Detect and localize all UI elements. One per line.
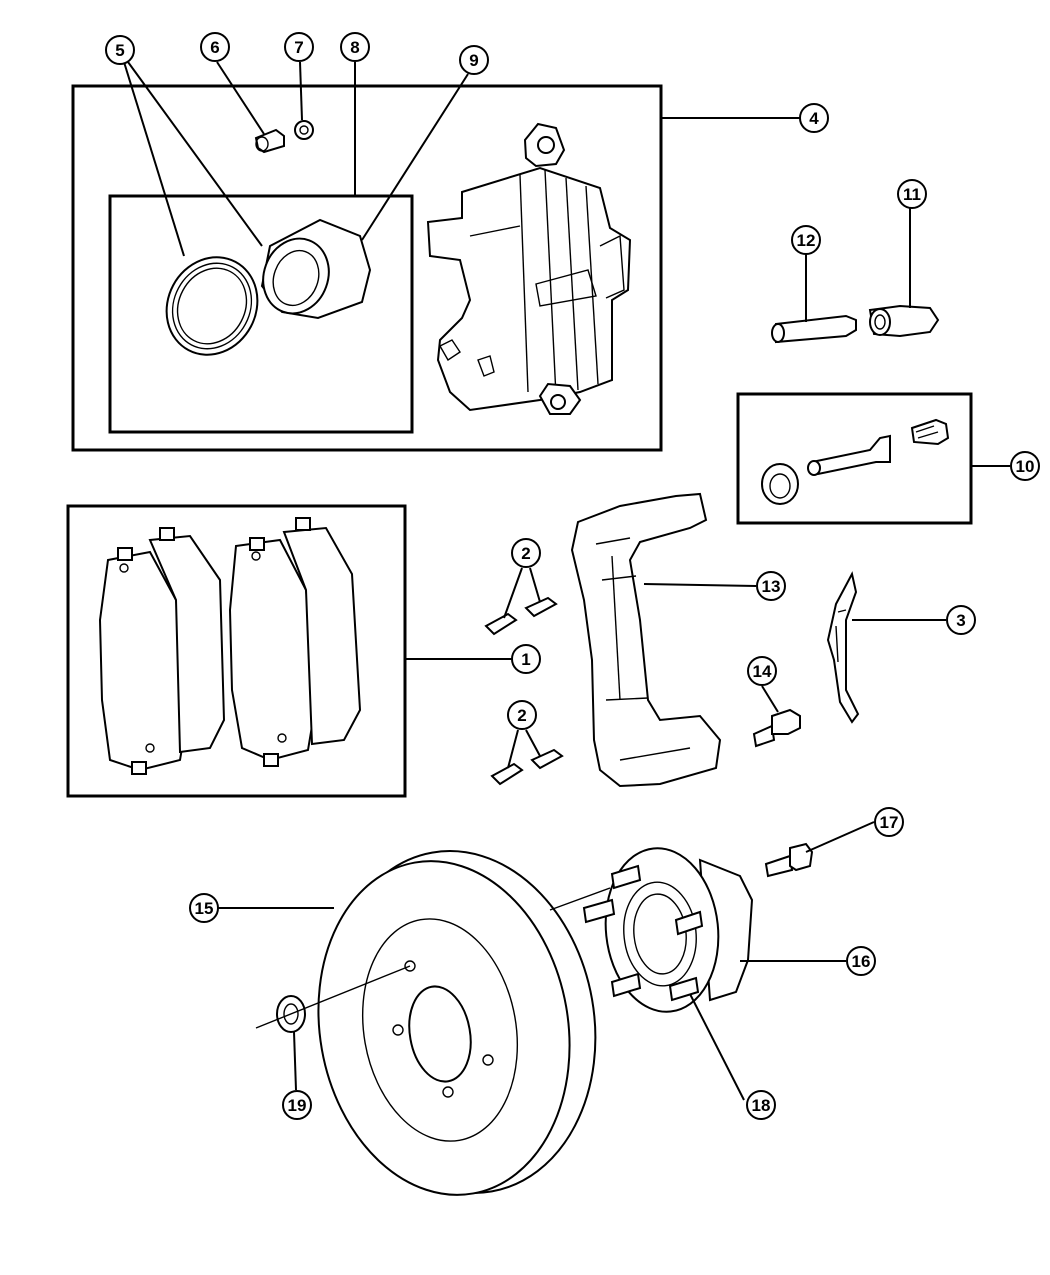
piston-seal (165, 256, 259, 356)
callout-label-4: 4 (809, 109, 819, 128)
pad-abutment-spring (826, 571, 860, 724)
callout-label-6: 6 (210, 38, 219, 57)
anti-rattle-clips-upper (484, 596, 558, 636)
brake-rotor (317, 850, 597, 1196)
callout-label-1: 1 (521, 650, 530, 669)
callout-4: 4 (799, 103, 829, 133)
callout-label-3: 3 (956, 611, 965, 630)
callout-label-5: 5 (115, 41, 124, 60)
guide-bushing (868, 304, 940, 338)
guide-pin-kit-box (736, 392, 973, 525)
callout-5: 5 (105, 35, 135, 65)
callout-11: 11 (897, 179, 927, 209)
brake-pads (98, 517, 362, 775)
callout-label-9: 9 (469, 51, 478, 70)
caliper-assembly-box (71, 84, 663, 452)
callout-2-upper: 2 (511, 538, 541, 568)
callout-label-17: 17 (880, 813, 899, 832)
callout-6: 6 (200, 32, 230, 62)
callout-label-7: 7 (294, 38, 303, 57)
callout-label-16: 16 (852, 952, 871, 971)
callout-16: 16 (846, 946, 876, 976)
bleeder-cap (294, 120, 314, 140)
caliper-housing (426, 122, 632, 415)
callout-label-18: 18 (752, 1096, 771, 1115)
callout-label-2-lower: 2 (517, 706, 526, 725)
callout-label-12: 12 (797, 231, 816, 250)
callout-label-13: 13 (762, 577, 781, 596)
callout-label-2-upper: 2 (521, 544, 530, 563)
callout-2-lower: 2 (507, 700, 537, 730)
hub-bearing-assembly (604, 847, 754, 1013)
bleeder-screw (254, 128, 285, 154)
callout-label-14: 14 (753, 662, 772, 681)
callout-label-11: 11 (903, 185, 921, 204)
hub-mounting-bolt (764, 842, 814, 878)
callout-8: 8 (340, 32, 370, 62)
anti-rattle-clips-lower (490, 748, 564, 786)
callout-label-15: 15 (195, 899, 214, 918)
callout-18: 18 (746, 1090, 776, 1120)
brake-pad-kit-box (66, 504, 407, 798)
callout-7: 7 (284, 32, 314, 62)
callout-13: 13 (756, 571, 786, 601)
caliper-adapter (570, 492, 722, 788)
piston-seal-kit-box (108, 194, 414, 434)
callout-3: 3 (946, 605, 976, 635)
callout-15: 15 (189, 893, 219, 923)
callout-9: 9 (459, 45, 489, 75)
guide-pin-kit-parts (761, 418, 950, 505)
caliper-piston (260, 218, 372, 320)
callout-label-8: 8 (350, 38, 359, 57)
callout-17: 17 (874, 807, 904, 837)
callout-14: 14 (747, 656, 777, 686)
callout-19: 19 (282, 1090, 312, 1120)
callout-label-19: 19 (288, 1096, 307, 1115)
wheel-studs (582, 864, 704, 1002)
callout-12: 12 (791, 225, 821, 255)
callout-label-10: 10 (1016, 457, 1035, 476)
adapter-mounting-bolt (752, 708, 801, 748)
guide-pin (771, 314, 857, 344)
leader-lines (123, 61, 1010, 1101)
callout-1: 1 (511, 644, 541, 674)
callout-10: 10 (1010, 451, 1040, 481)
